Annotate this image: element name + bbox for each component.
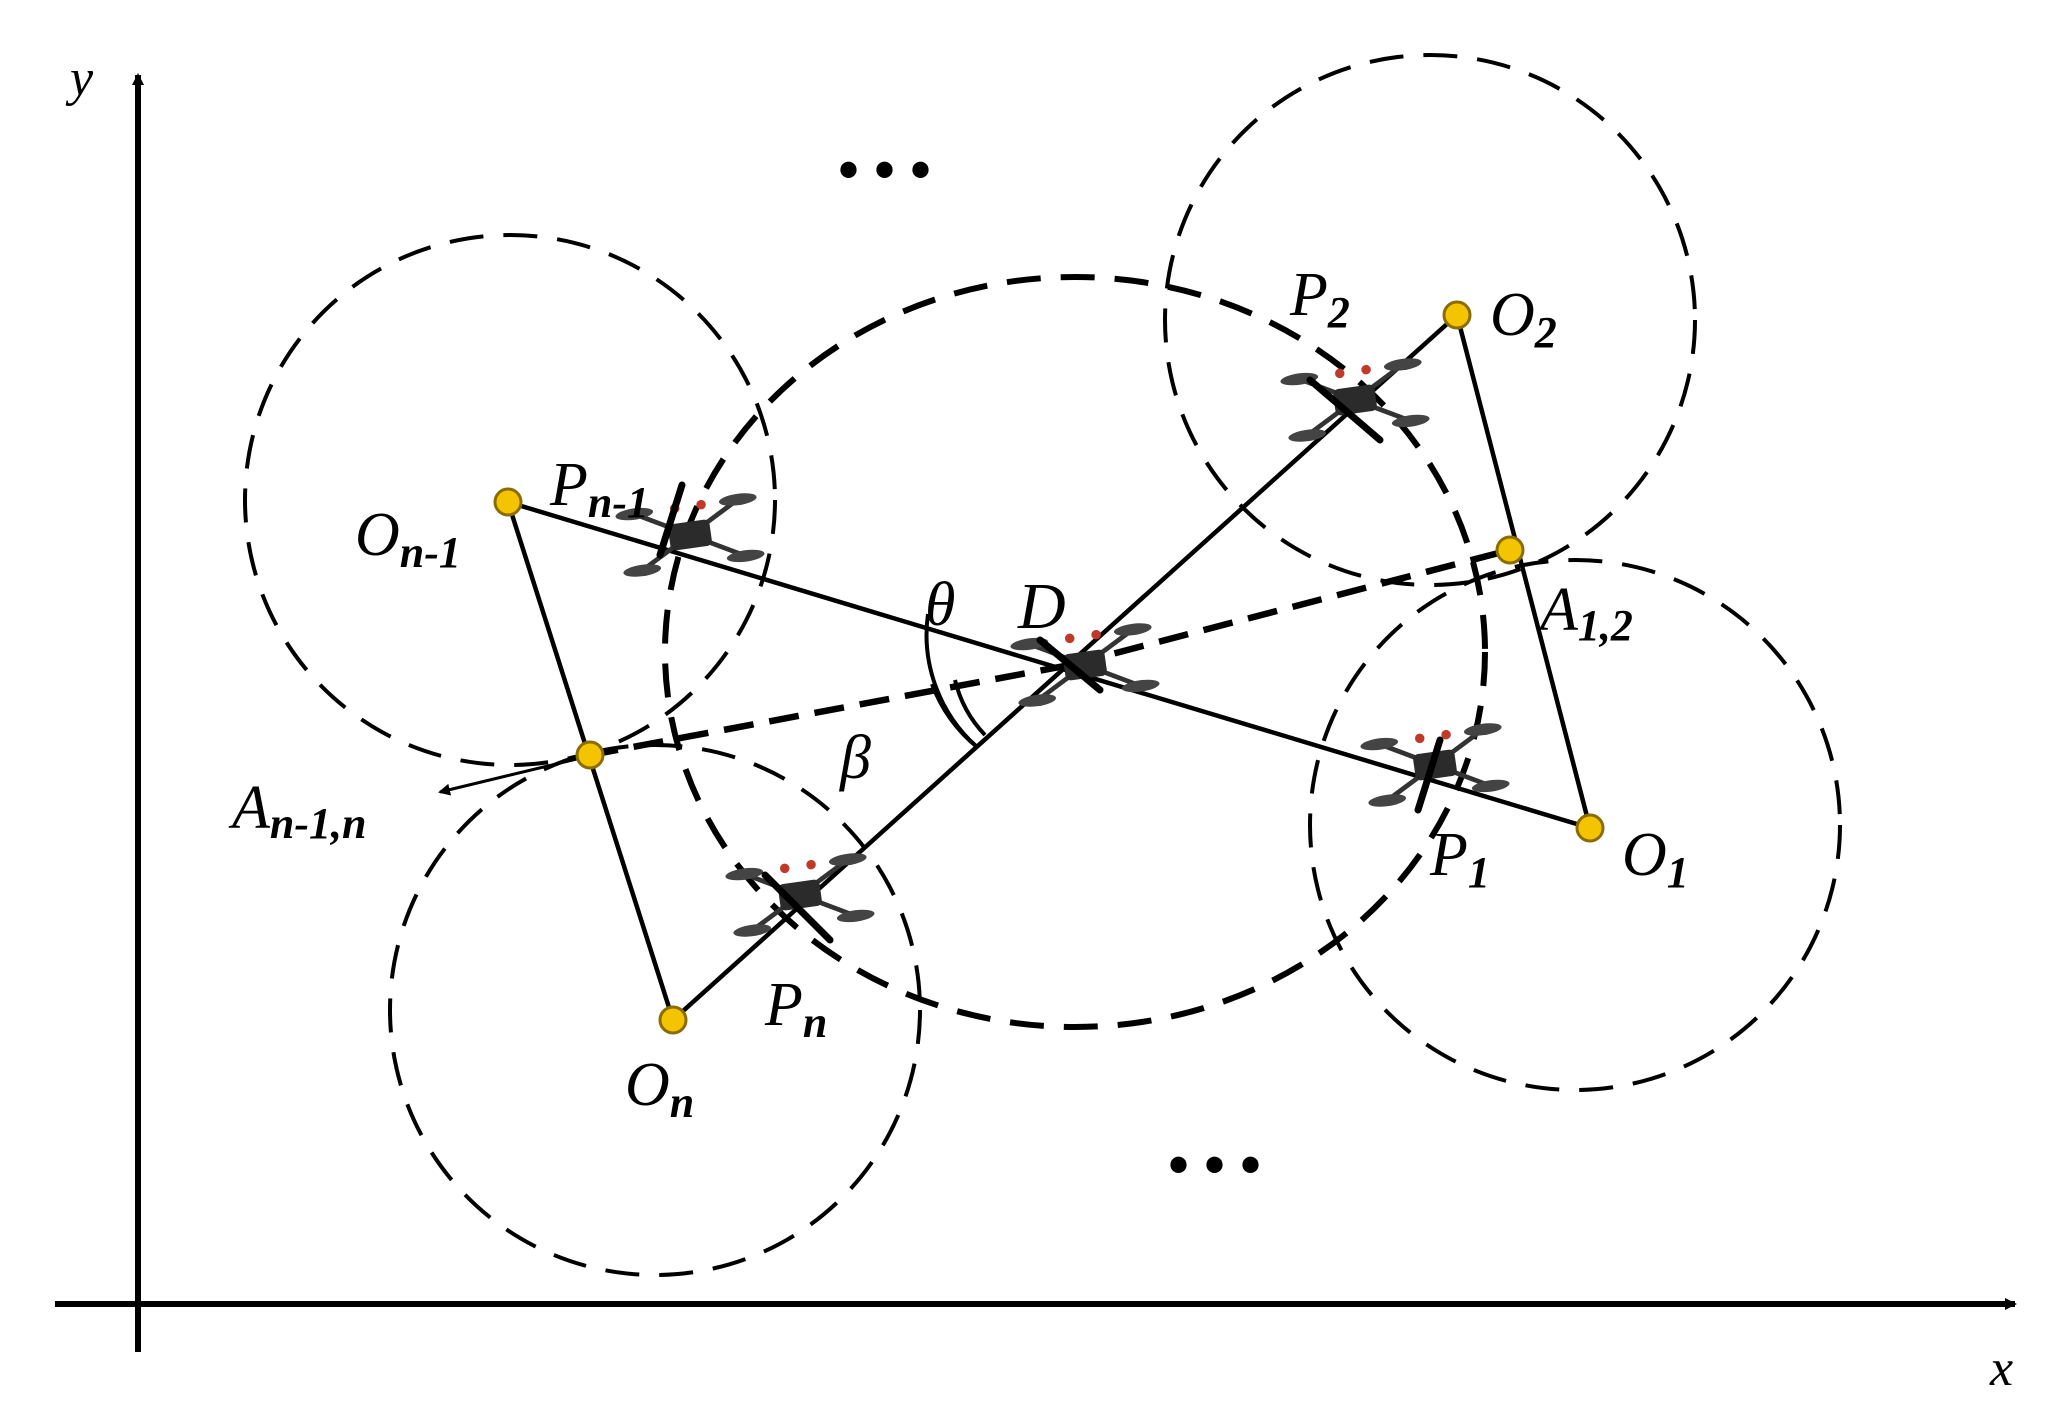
node-On1 [493, 487, 523, 517]
label-P2: P2 [1289, 261, 1350, 337]
tick-P2 [1306, 376, 1384, 444]
circle-On1 [243, 233, 777, 767]
label-D: D [1017, 570, 1066, 643]
node-O2 [1442, 300, 1472, 330]
connection-lines [589, 546, 1511, 759]
x-axis-label: x [1989, 1340, 2013, 1397]
angle-arcs [924, 613, 987, 749]
label-An1n: An-1,n [228, 774, 366, 848]
labels: O2 P2 Pn-1 On-1 D θ β A1,2 An-1,n P1 O1 … [228, 261, 1689, 1127]
central-ellipse [662, 274, 1488, 1030]
arrow-An1n [438, 755, 586, 796]
label-Pn1: Pn-1 [549, 451, 649, 527]
label-O1: O1 [1622, 821, 1689, 897]
tick-Pn [761, 871, 834, 944]
p-tick-marks [656, 376, 1444, 944]
node-An1n [575, 740, 605, 770]
circle-On [388, 743, 922, 1277]
circle-O2 [1163, 53, 1697, 587]
label-P1: P1 [1429, 821, 1490, 897]
axes: y x [55, 50, 2017, 1397]
ellipsis-bottom: • • • [1168, 1132, 1261, 1198]
ellipsis-top: • • • [838, 137, 931, 203]
dashed-line-D-A12 [1069, 546, 1511, 669]
label-theta: θ [925, 571, 955, 639]
node-O1 [1575, 813, 1605, 843]
tick-Pn1 [656, 481, 686, 559]
dashed-line-D-An1n [589, 661, 1071, 759]
label-O2: O2 [1490, 281, 1557, 357]
quadcopter-drone-icon [725, 851, 876, 939]
arc-beta-inner [953, 679, 987, 737]
tick-D [1036, 636, 1104, 694]
node-A12 [1495, 535, 1525, 565]
circle-O1 [1308, 558, 1842, 1092]
line-On1-O1 [507, 499, 1591, 831]
label-beta: β [839, 724, 871, 792]
nodes [493, 300, 1605, 1035]
label-Pn: Pn [764, 971, 827, 1047]
uav-drones [615, 356, 1511, 939]
label-A12: A1,2 [1536, 576, 1633, 650]
tick-P1 [1414, 736, 1444, 814]
arc-beta-outer [930, 683, 979, 749]
coverage-circles [243, 53, 1842, 1277]
node-On [658, 1005, 688, 1035]
label-On1: On-1 [355, 501, 461, 577]
y-axis-label: y [65, 50, 94, 107]
line-O2-O1 [1454, 314, 1593, 829]
label-On: On [625, 1051, 694, 1127]
